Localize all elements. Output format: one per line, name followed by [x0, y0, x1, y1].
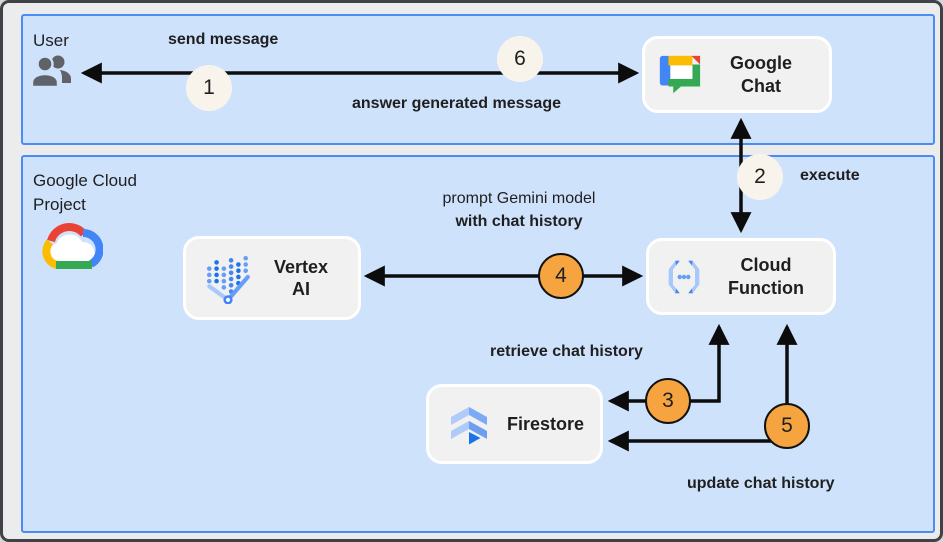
- users-icon: [30, 55, 71, 89]
- google-chat-icon: [655, 52, 703, 98]
- vertex-ai-node: Vertex AI: [183, 236, 361, 320]
- cloud-panel-title: Google Cloud Project: [33, 171, 137, 214]
- cloud-function-node: Cloud Function: [646, 238, 836, 315]
- retrieve-chat-history-label: retrieve chat history: [490, 343, 643, 360]
- step-badge-6: 6: [497, 36, 543, 82]
- vertex-ai-icon: [202, 252, 254, 304]
- cloud-function-icon: [659, 254, 709, 300]
- google-chat-label: Google Chat: [730, 53, 792, 96]
- google-chat-node: Google Chat: [642, 36, 832, 113]
- user-panel-title: User: [33, 31, 69, 50]
- answer-generated-message-label: answer generated message: [352, 95, 561, 112]
- step-badge-4: 4: [538, 253, 584, 299]
- firestore-node: Firestore: [426, 384, 603, 464]
- firestore-icon: [445, 400, 493, 448]
- step-badge-1: 1: [186, 65, 232, 111]
- step-badge-3: 3: [645, 378, 691, 424]
- cloud-function-label: Cloud Function: [728, 255, 804, 298]
- prompt-gemini-label: prompt Gemini model with chat history: [442, 190, 596, 230]
- update-chat-history-label: update chat history: [687, 475, 835, 492]
- google-cloud-logo: [42, 223, 103, 269]
- firestore-label: Firestore: [506, 413, 585, 434]
- vertex-ai-label: Vertex AI: [273, 256, 329, 300]
- step-badge-5: 5: [764, 403, 810, 449]
- execute-label: execute: [800, 167, 860, 184]
- step-badge-2: 2: [737, 154, 783, 200]
- send-message-label: send message: [168, 31, 279, 48]
